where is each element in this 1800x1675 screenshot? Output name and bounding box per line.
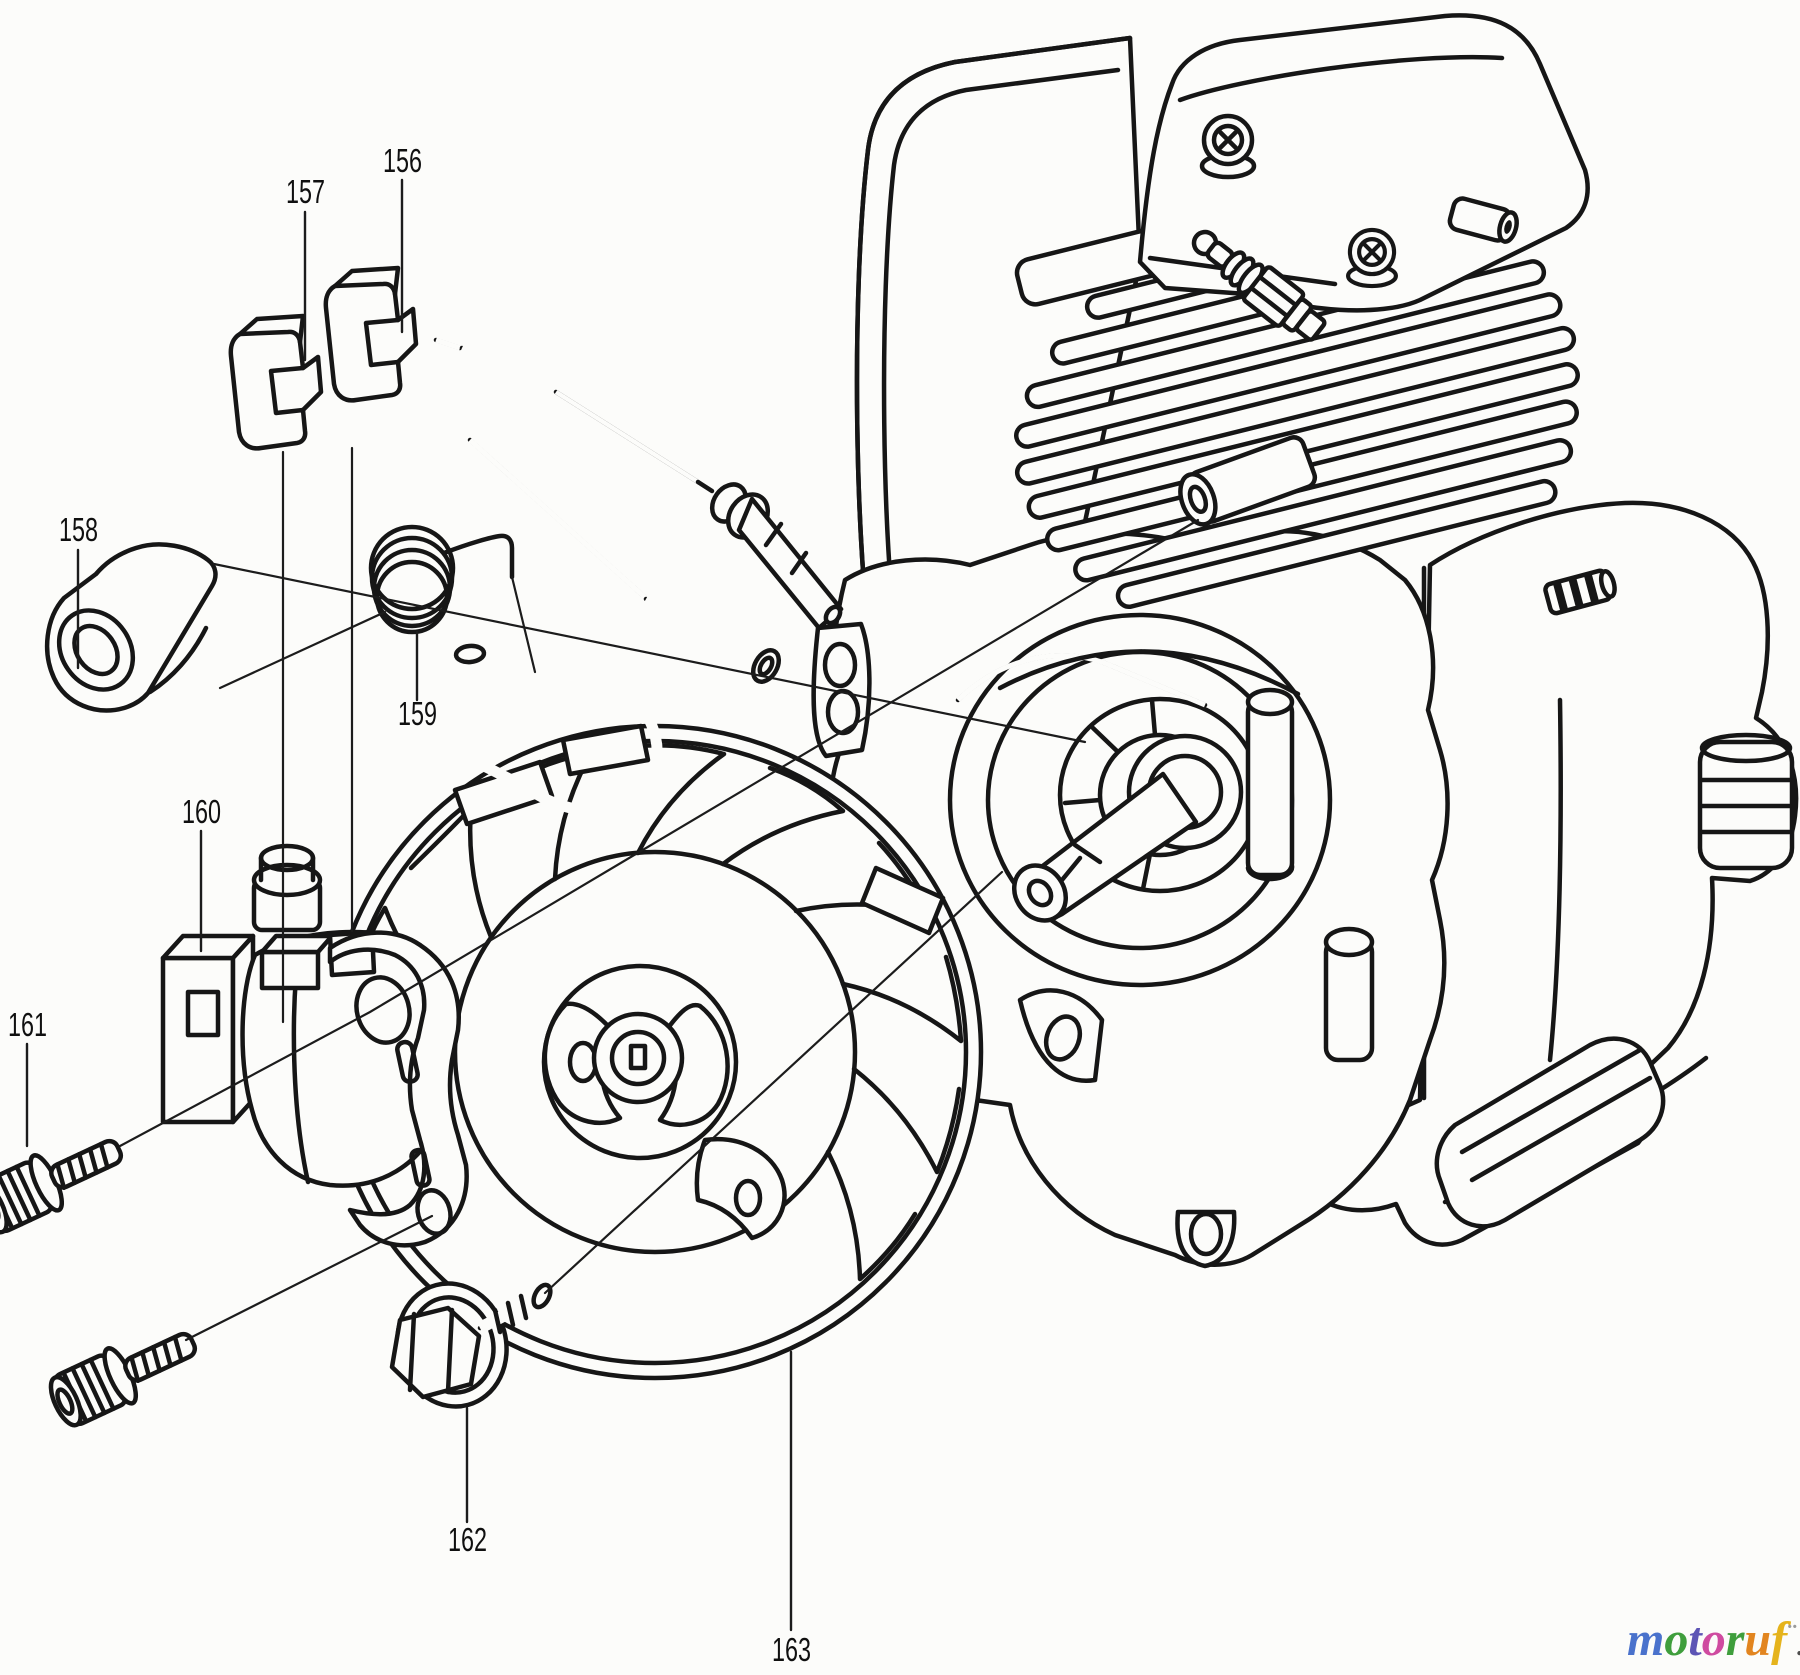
part-163-flywheel xyxy=(326,723,984,1381)
part-label-161[interactable]: 161 xyxy=(8,1006,47,1043)
logo-letter: t xyxy=(1688,1613,1703,1666)
logo-tm-mark: ·· xyxy=(1787,1616,1797,1638)
mount-pin-tube xyxy=(1178,435,1318,527)
case-mount-lug-bottom xyxy=(1175,1209,1237,1269)
spark-plug-wire xyxy=(251,643,663,933)
part-labels: 156 157 158 159 160 161 162 163 xyxy=(8,142,811,1668)
part-158-spark-plug-cap xyxy=(44,542,218,713)
impulse-nipple xyxy=(1543,568,1617,616)
part-label-157[interactable]: 157 xyxy=(286,173,325,210)
brand-logo-text[interactable]: motoruf··.de xyxy=(1627,1613,1800,1666)
logo-letter: r xyxy=(1726,1613,1746,1666)
crankcase-front xyxy=(811,528,1450,1269)
part-label-158[interactable]: 158 xyxy=(59,511,98,548)
magnet-shoes xyxy=(452,723,946,936)
assembly-lines xyxy=(118,446,1200,1342)
coil-bracket xyxy=(327,930,469,1248)
logo-letter: u xyxy=(1744,1613,1771,1666)
part-156-rod-assembly xyxy=(326,268,844,631)
part-161-bolt xyxy=(0,1122,131,1240)
cylinder-stud xyxy=(1245,687,1295,882)
case-mount-ear-top-left xyxy=(811,621,872,759)
leader-lines xyxy=(25,178,793,1632)
part-label-156[interactable]: 156 xyxy=(383,142,422,179)
flywheel-hub xyxy=(541,963,787,1241)
wire-grommet xyxy=(251,843,323,933)
cover-screw-icon xyxy=(1202,116,1254,177)
engine-foot-lower xyxy=(1434,1036,1666,1229)
part-159-spring xyxy=(368,524,515,635)
logo-letter: m xyxy=(1627,1613,1664,1666)
coil-core xyxy=(160,955,236,1125)
crankshaft-stub xyxy=(1011,771,1199,923)
part-label-162[interactable]: 162 xyxy=(448,1521,487,1558)
part-label-163[interactable]: 163 xyxy=(772,1631,811,1668)
valve-cover xyxy=(1137,13,1590,313)
logo-letter: o xyxy=(1702,1613,1726,1666)
brand-watermark[interactable]: motoruf··.de xyxy=(1627,1613,1800,1666)
part-label-160[interactable]: 160 xyxy=(182,793,221,830)
spark-plug xyxy=(1191,229,1327,342)
logo-suffix: .de xyxy=(1797,1632,1800,1661)
part-label-159[interactable]: 159 xyxy=(398,695,437,732)
rod-terminal xyxy=(695,479,844,631)
part-160-ignition-coil xyxy=(160,643,663,1248)
part-161-bolt-second xyxy=(43,1315,205,1433)
cover-screw-2-icon xyxy=(1348,230,1396,286)
case-mount-ear-lower-left xyxy=(1017,988,1105,1083)
cover-port xyxy=(1447,196,1519,244)
cylinder-base xyxy=(955,649,1301,708)
part-162-flywheel-bolt xyxy=(389,1281,553,1409)
logo-letter: f xyxy=(1771,1613,1791,1666)
logo-letter: o xyxy=(1664,1613,1688,1666)
engine-foot-right xyxy=(1697,732,1795,871)
crankcase-right-half xyxy=(1313,500,1799,1247)
engine-assembly xyxy=(811,13,1799,1269)
cylinder-stud-2 xyxy=(1323,926,1375,1063)
